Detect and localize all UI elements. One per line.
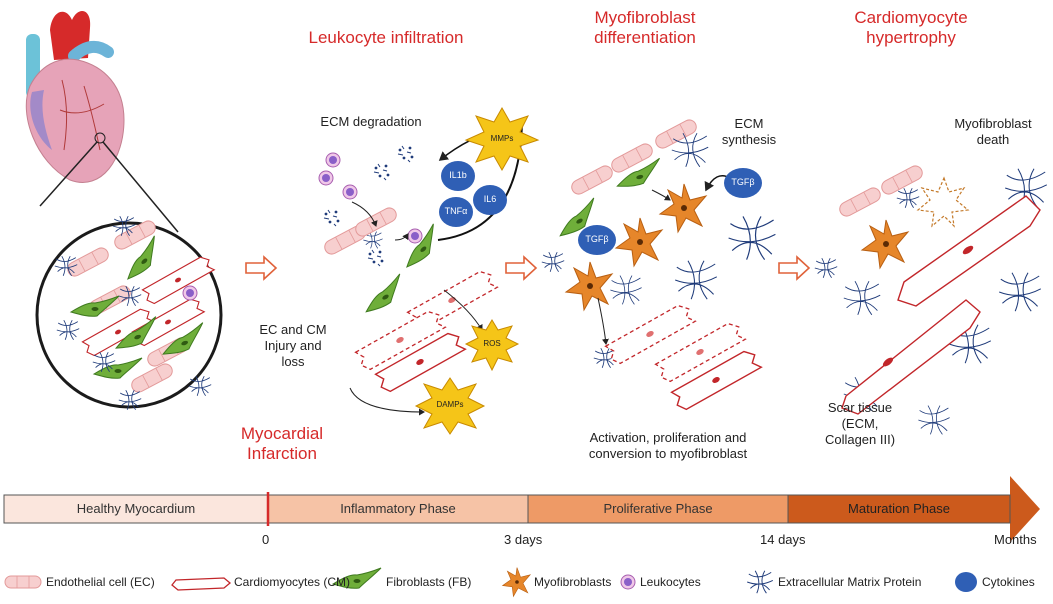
mmps-label: MMPs	[490, 134, 514, 143]
stage-arrow-2	[505, 255, 538, 281]
stage-arrow-3	[778, 255, 811, 281]
ec-cm-line3: loss	[281, 354, 305, 369]
damps-label: DAMPs	[436, 400, 464, 409]
tick-months: Months	[994, 532, 1037, 547]
ecm-synthesis-line2: synthesis	[721, 132, 777, 147]
myo-title-line1: Myofibroblast	[594, 8, 696, 27]
tgfb-label-2: TGFβ	[585, 234, 609, 244]
differentiation-panel	[541, 116, 776, 413]
mi-title-line2: Infarction	[247, 444, 317, 463]
stage-arrow-1	[245, 255, 278, 281]
legend-myofibroblasts: Myofibroblasts	[534, 575, 612, 589]
cardiomyocyte-hypertrophy-title: Cardiomyocyte hypertrophy	[836, 8, 986, 48]
legend-leukocytes: Leukocytes	[640, 575, 701, 589]
phase-maturation: Maturation Phase	[848, 501, 950, 516]
myo-death-line1: Myofibroblast	[954, 116, 1032, 131]
activation-line1: Activation, proliferation and	[589, 430, 747, 445]
phase-healthy: Healthy Myocardium	[76, 501, 196, 516]
legend-cytokines: Cytokines	[982, 575, 1035, 589]
tick-0: 0	[262, 532, 270, 547]
myo-death-line2: death	[976, 132, 1010, 147]
scar-line3: Collagen III)	[824, 432, 896, 447]
tick-3-days: 3 days	[504, 532, 543, 547]
inflammation-panel	[318, 106, 540, 435]
myofibroblast-death-label: Myofibroblast death	[938, 116, 1048, 148]
activation-line2: conversion to myofibroblast	[588, 446, 748, 461]
ecm-synthesis-line1: ECM	[734, 116, 764, 131]
hypertrophy-panel	[814, 162, 1048, 435]
activation-label: Activation, proliferation and conversion…	[548, 430, 788, 462]
scar-tissue-label: Scar tissue (ECM, Collagen III)	[800, 400, 920, 448]
ecm-degradation-label: ECM degradation	[320, 114, 422, 129]
tick-14-days: 14 days	[760, 532, 806, 547]
leukocyte-infiltration-title: Leukocyte infiltration	[308, 28, 464, 47]
il1b-label: IL1b	[449, 170, 467, 180]
cardio-title-line1: Cardiomyocyte	[854, 8, 968, 27]
legend-ecm: Extracellular Matrix Protein	[778, 575, 922, 589]
legend-icons	[4, 567, 977, 597]
ec-cm-line1: EC and CM	[259, 322, 327, 337]
heart-illustration	[25, 10, 125, 183]
il6-label: IL6	[483, 194, 497, 204]
legend-endothelial: Endothelial cell (EC)	[46, 575, 155, 589]
tgfb-label-1: TGFβ	[731, 177, 755, 187]
scar-line1: Scar tissue	[827, 400, 893, 415]
phase-inflammatory: Inflammatory Phase	[340, 501, 456, 516]
ecm-synthesis-label: ECM synthesis	[714, 116, 784, 148]
legend-cardiomyocytes: Cardiomyocytes (CM)	[234, 575, 351, 589]
tnfa-label: TNFα	[444, 206, 468, 216]
myocardial-infarction-title: Myocardial Infarction	[222, 424, 342, 464]
myofibroblast-differentiation-title: Myofibroblast differentiation	[560, 8, 730, 48]
myo-title-line2: differentiation	[594, 28, 696, 47]
legend-fibroblasts: Fibroblasts (FB)	[386, 575, 472, 589]
ec-cm-line2: Injury and	[264, 338, 322, 353]
scar-line2: (ECM,	[841, 416, 879, 431]
ros-label: ROS	[483, 339, 501, 348]
healthy-tissue-circle	[35, 215, 223, 411]
cardio-title-line2: hypertrophy	[866, 28, 956, 47]
ec-cm-injury-label: EC and CM Injury and loss	[248, 322, 338, 370]
mi-title-line1: Myocardial	[240, 424, 324, 443]
phase-proliferative: Proliferative Phase	[603, 501, 713, 516]
timeline	[3, 476, 1040, 542]
